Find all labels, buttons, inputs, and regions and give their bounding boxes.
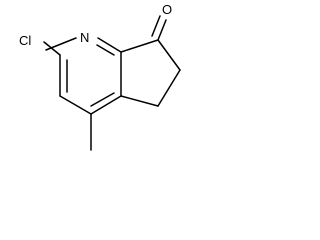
- oxygen-label: O: [162, 2, 172, 17]
- bond-c4a-c4: [90, 95, 122, 115]
- bond-n1-c7a: [97, 37, 122, 53]
- bond-c7-o-inner: [151, 15, 161, 37]
- bond-n1-c7a-inner: [96, 44, 115, 56]
- bond-c5-c4a: [120, 95, 159, 107]
- molecule-drawing: Cl N O: [19, 2, 181, 151]
- bond-c4-c3: [59, 95, 92, 115]
- bond-c2-cl: [43, 41, 61, 56]
- bond-c7a-c7: [120, 39, 159, 53]
- bond-c6-c5: [157, 69, 181, 107]
- bond-c7-o: [157, 19, 167, 41]
- bond-c4a-c4-inner: [90, 92, 115, 107]
- chlorine-label: Cl: [19, 33, 31, 48]
- bond-c7-c6: [157, 39, 181, 71]
- structure-diagram: Cl N O: [0, 0, 184, 162]
- nitrogen-label: N: [80, 30, 89, 45]
